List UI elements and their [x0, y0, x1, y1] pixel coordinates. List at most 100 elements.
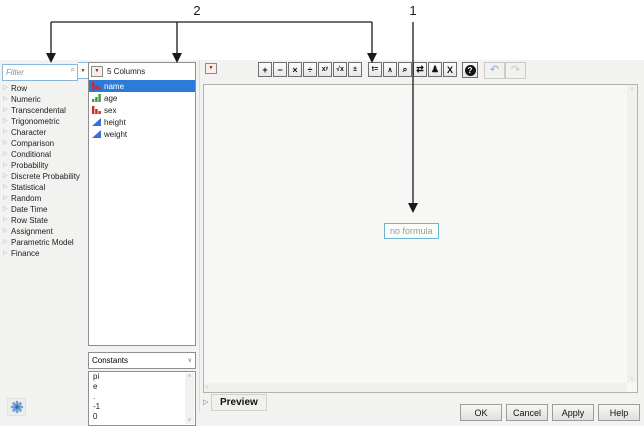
red-triangle-icon: ▼	[208, 65, 214, 71]
constant-pi[interactable]: pi	[93, 372, 100, 381]
function-category-probability[interactable]: ▷Probability	[3, 161, 49, 170]
apply-button[interactable]: Apply	[552, 404, 594, 421]
add-button[interactable]: +	[258, 62, 272, 77]
scroll-left-icon: ‹	[206, 384, 209, 391]
switch-terms-button[interactable]: ⇄	[413, 62, 427, 77]
peel-expression-button[interactable]: ⌕	[398, 62, 412, 77]
disclosure-icon: ▷	[3, 195, 8, 201]
subtract-button[interactable]: −	[273, 62, 287, 77]
constants-scrollbar[interactable]: ∧ ∨	[185, 373, 194, 424]
function-category-parametric-model[interactable]: ▷Parametric Model	[3, 238, 74, 247]
undo-button[interactable]: ↶	[484, 62, 505, 79]
function-category-row-state[interactable]: ▷Row State	[3, 216, 48, 225]
dialog-button-row: OK Cancel Apply Help	[460, 404, 640, 421]
disclosure-icon: ▷	[3, 85, 8, 91]
vertical-scrollbar[interactable]: ∧ ∨	[627, 85, 637, 383]
root-button[interactable]: √x	[333, 62, 347, 77]
formula-menu-button[interactable]: ▼	[205, 63, 217, 74]
column-item-height[interactable]: height	[89, 116, 195, 128]
function-category-discrete-probability[interactable]: ▷Discrete Probability	[3, 172, 80, 181]
disclosure-icon: ▷	[3, 250, 8, 256]
redo-icon: ↷	[510, 64, 521, 76]
disclosure-icon: ▷	[3, 228, 8, 234]
columns-count-label: 5 Columns	[107, 67, 146, 76]
chevron-down-icon: ∨	[187, 358, 192, 364]
function-category-trigonometric[interactable]: ▷Trigonometric	[3, 117, 60, 126]
function-category-finance[interactable]: ▷Finance	[3, 249, 40, 258]
function-category-conditional[interactable]: ▷Conditional	[3, 150, 52, 159]
cancel-button[interactable]: Cancel	[506, 404, 548, 421]
disclosure-icon: ▷	[3, 217, 8, 223]
function-category-list: ▷Row ▷Numeric ▷Transcendental ▷Trigonome…	[3, 83, 93, 259]
constant-0[interactable]: 0	[93, 412, 98, 421]
function-category-random[interactable]: ▷Random	[3, 194, 42, 203]
column-item-weight[interactable]: weight	[89, 128, 195, 140]
local-variable-button[interactable]: t=	[368, 62, 382, 77]
function-category-row[interactable]: ▷Row	[3, 84, 28, 93]
preview-disclosure-icon: ▷	[203, 399, 209, 406]
redo-button[interactable]: ↷	[505, 62, 526, 79]
function-category-comparison[interactable]: ▷Comparison	[3, 139, 55, 148]
disclosure-icon: ▷	[3, 151, 8, 157]
scroll-up-icon: ∧	[630, 86, 634, 92]
disclosure-icon: ▷	[3, 162, 8, 168]
divide-button[interactable]: ÷	[303, 62, 317, 77]
formula-editor-dialog: ⌕ ▼ ▷Row ▷Numeric ▷Transcendental ▷Trigo…	[0, 60, 644, 426]
column-item-name[interactable]: name	[89, 80, 195, 92]
columns-panel-header: ▼ 5 Columns	[89, 63, 195, 80]
disclosure-icon: ▷	[3, 118, 8, 124]
function-category-numeric[interactable]: ▷Numeric	[3, 95, 41, 104]
undo-redo-group: ↶ ↷	[484, 62, 526, 79]
ok-button[interactable]: OK	[460, 404, 502, 421]
power-button[interactable]: xʸ	[318, 62, 332, 77]
disclosure-icon: ▷	[3, 184, 8, 190]
arithmetic-keypad: + − × ÷ xʸ √x ±	[258, 62, 362, 77]
disclosure-icon: ▷	[3, 96, 8, 102]
red-triangle-icon: ▼	[94, 68, 100, 74]
unary-sign-button[interactable]: ±	[348, 62, 362, 77]
horizontal-scrollbar[interactable]: ‹	[204, 383, 627, 392]
function-category-assignment[interactable]: ▷Assignment	[3, 227, 53, 236]
function-category-transcendental[interactable]: ▷Transcendental	[3, 106, 66, 115]
preview-toggle[interactable]: Preview	[211, 394, 267, 411]
columns-menu-button[interactable]: ▼	[91, 66, 103, 77]
help-button[interactable]: Help	[598, 404, 640, 421]
gear-icon	[10, 400, 23, 414]
constant-e[interactable]: e	[93, 382, 98, 391]
script-gear-button[interactable]	[7, 398, 26, 416]
empty-formula-box[interactable]: no formula	[384, 223, 439, 239]
scroll-down-icon: ∨	[187, 417, 192, 423]
constant-dot[interactable]: .	[93, 392, 96, 401]
element-category-select[interactable]: Constants ∨	[88, 352, 196, 369]
column-item-sex[interactable]: sex	[89, 104, 195, 116]
constants-list: pi e . -1 0 ∧ ∨	[88, 371, 196, 426]
continuous-column-icon	[92, 130, 101, 138]
disclosure-icon: ▷	[3, 140, 8, 146]
keypad-help-button[interactable]: ?	[462, 62, 478, 78]
nominal-column-icon	[92, 106, 101, 114]
filter-input[interactable]	[2, 64, 78, 81]
nominal-column-icon	[92, 82, 101, 90]
constant-neg1[interactable]: -1	[93, 402, 101, 411]
formula-editing-area[interactable]: no formula ∧ ∨ ‹	[203, 84, 638, 393]
annotation-label-1: 1	[409, 3, 416, 18]
multiply-button[interactable]: ×	[288, 62, 302, 77]
function-category-character[interactable]: ▷Character	[3, 128, 47, 137]
scroll-up-icon: ∧	[187, 373, 192, 379]
ordinal-column-icon	[92, 94, 101, 102]
help-icon: ?	[464, 64, 476, 76]
glove-button[interactable]: ♟	[428, 62, 442, 77]
function-filter: ⌕ ▼	[2, 62, 89, 81]
delete-button[interactable]: X	[443, 62, 457, 77]
function-category-date-time[interactable]: ▷Date Time	[3, 205, 48, 214]
column-item-age[interactable]: age	[89, 92, 195, 104]
insert-button[interactable]: ∧	[383, 62, 397, 77]
scroll-down-icon: ∨	[630, 376, 634, 382]
disclosure-icon: ▷	[3, 129, 8, 135]
disclosure-icon: ▷	[3, 107, 8, 113]
panel-divider	[199, 60, 200, 412]
annotation-label-2: 2	[193, 3, 200, 18]
search-icon: ⌕	[70, 65, 75, 74]
function-category-statistical[interactable]: ▷Statistical	[3, 183, 46, 192]
